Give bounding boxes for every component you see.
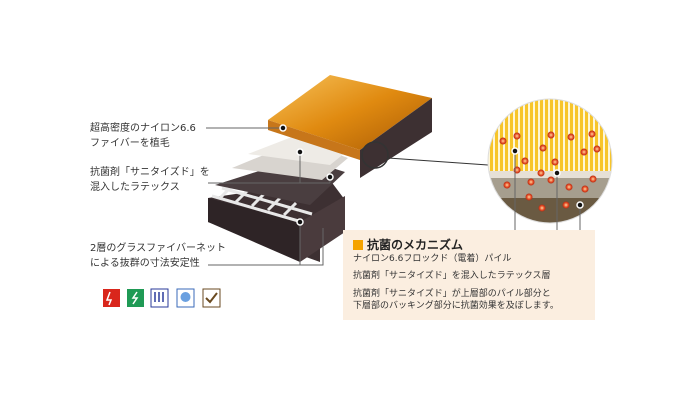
latex-label-line1: 抗菌剤「サニタイズド」を <box>90 167 210 178</box>
mechanism-item-pile: ナイロン6.6フロックド（電着）パイル <box>353 254 512 264</box>
antibacterial-particle <box>527 178 535 186</box>
flame-retardant-icon <box>103 289 120 307</box>
latex-label: 抗菌剤「サニタイズド」を 混入したラテックス <box>90 165 210 195</box>
antibacterial-particle <box>588 130 596 138</box>
mechanism-item-effect-line1: 抗菌剤「サニタイズド」が上層部のパイル部分と <box>353 289 551 299</box>
antibacterial-particle <box>513 132 521 140</box>
nylon-pile-layer <box>268 75 432 178</box>
antibacterial-particle <box>567 133 575 141</box>
feature-icons <box>103 288 221 308</box>
antibacterial-particle <box>589 175 597 183</box>
antibacterial-particle <box>580 148 588 156</box>
magnifier-marker <box>361 141 389 169</box>
pile-label-line2: ファイバーを植毛 <box>90 138 170 149</box>
antibacterial-particle <box>521 157 529 165</box>
antibacterial-particle <box>547 176 555 184</box>
mechanism-item-effect-line2: 下層部のバッキング部分に抗菌効果を及ぼします。 <box>353 301 559 311</box>
antibacterial-particle <box>499 137 507 145</box>
antibacterial-particle <box>537 169 545 177</box>
mechanism-item-latex: 抗菌剤「サニタイズド」を混入したラテックス層 <box>353 271 551 281</box>
antibacterial-particle <box>539 144 547 152</box>
shock-absorb-icon <box>202 288 221 308</box>
antibacterial-particle <box>525 193 533 201</box>
antibacterial-particle <box>593 145 601 153</box>
antibacterial-particle <box>503 181 511 189</box>
antibacterial-particle <box>562 201 570 209</box>
antibacterial-particle <box>547 131 555 139</box>
mechanism-title: 抗菌のメカニズム <box>353 236 463 253</box>
antibacterial-particle <box>551 158 559 166</box>
latex-label-line2: 混入したラテックス <box>90 182 180 193</box>
antibacterial-particle <box>565 183 573 191</box>
mechanism-closeup <box>488 99 612 223</box>
antibacterial-particle <box>581 185 589 193</box>
glass-fiber-label: 2層のグラスファイバーネット による抜群の寸法安定性 <box>90 241 226 271</box>
glass-label-line1: 2層のグラスファイバーネット <box>90 243 226 254</box>
pile-label-line1: 超高密度のナイロン6.6 <box>90 123 196 134</box>
glass-fiber-net <box>211 184 313 224</box>
square-bullet-icon <box>353 240 363 250</box>
mechanism-box: 抗菌のメカニズム ナイロン6.6フロックド（電着）パイル 抗菌剤「サニタイズド」… <box>343 230 595 320</box>
antibacterial-particle <box>538 204 546 212</box>
glass-label-line2: による抜群の寸法安定性 <box>90 258 200 269</box>
mechanism-title-text: 抗菌のメカニズム <box>367 238 464 252</box>
pile-label: 超高密度のナイロン6.6 ファイバーを植毛 <box>90 121 196 151</box>
